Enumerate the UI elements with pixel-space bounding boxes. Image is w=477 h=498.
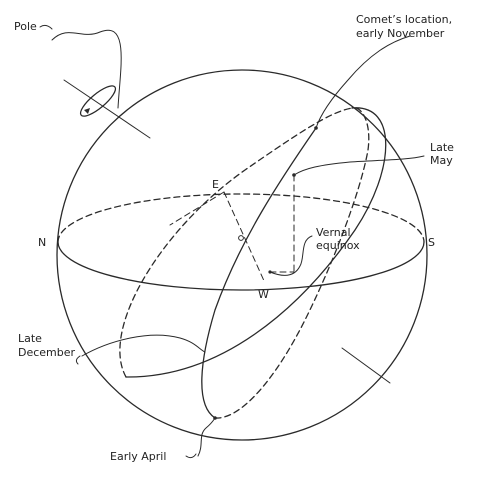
late-december-label-line1: Late xyxy=(18,332,42,345)
north-label: N xyxy=(38,236,46,249)
early-april-label: Early April xyxy=(110,450,166,463)
pole-axis-upper xyxy=(63,79,151,139)
pole-axis-lower xyxy=(341,347,391,384)
pole-leader-line xyxy=(51,29,122,109)
late-may-label-line2: May xyxy=(430,154,453,167)
east-label: E xyxy=(212,178,219,191)
late-may-label-line1: Late xyxy=(430,141,454,154)
east-west-meridian xyxy=(223,191,266,284)
equator-back-arc xyxy=(119,107,353,378)
pole-label: Pole xyxy=(14,20,37,33)
celestial-sphere-outline xyxy=(56,69,428,441)
late-december-leader-line xyxy=(81,334,206,357)
december-squiggle-icon xyxy=(75,355,81,365)
comet-path-back xyxy=(214,107,370,419)
late-may-leader-line xyxy=(293,155,425,176)
horizon-front-arc xyxy=(57,241,425,291)
pole-squiggle-icon xyxy=(39,24,53,30)
vernal-label-line2: equinox xyxy=(316,239,360,252)
late-december-label-line2: December xyxy=(18,346,76,359)
april-squiggle-icon xyxy=(185,453,197,459)
comet-path-front xyxy=(201,127,317,419)
horizon-back-arc xyxy=(57,193,425,243)
pole-rotation-icon xyxy=(79,85,117,117)
comet-leader-line xyxy=(315,35,411,129)
south-label: S xyxy=(428,236,435,249)
comet-label-line2: early November xyxy=(356,27,445,40)
vernal-label-line1: Vernal xyxy=(316,226,351,239)
comet-label-line1: Comet’s location, xyxy=(356,13,452,26)
west-label: W xyxy=(258,288,269,301)
vernal-leader-line xyxy=(269,235,313,276)
east-guide xyxy=(169,191,225,226)
early-april-leader-line xyxy=(197,417,216,457)
sphere-center-dot xyxy=(238,235,244,241)
equator-front-arc xyxy=(125,107,387,378)
